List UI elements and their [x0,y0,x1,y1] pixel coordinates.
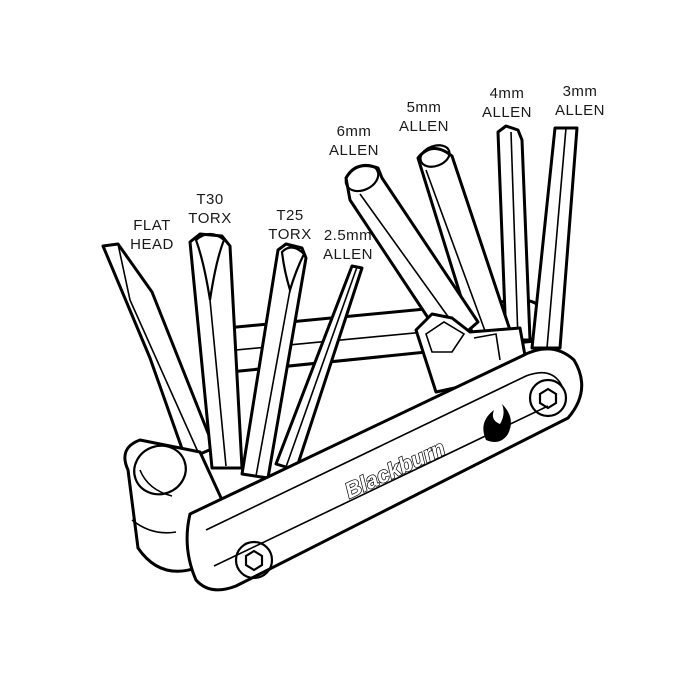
label-t25-torx: T25 TORX [268,207,312,243]
label-t30-torx: T30 TORX [188,191,232,227]
t30-torx-bit [188,232,244,470]
label-allen-3mm: 3mm ALLEN [554,83,606,119]
allen-3mm-bit [530,126,579,350]
label-allen-6mm: 6mm ALLEN [328,123,380,159]
left-plate-screw [234,540,274,580]
allen-5mm-bit [416,144,517,354]
brand-flame-logo [483,404,511,442]
front-side-plate [185,347,584,592]
t25-torx-bit [240,242,308,480]
label-allen-5mm: 5mm ALLEN [398,99,450,135]
label-allen-4mm: 4mm ALLEN [481,85,533,121]
label-flat-head: FLAT HEAD [130,217,174,253]
label-allen-2-5mm: 2.5mm ALLEN [322,227,374,263]
right-plate-screw [528,378,568,418]
